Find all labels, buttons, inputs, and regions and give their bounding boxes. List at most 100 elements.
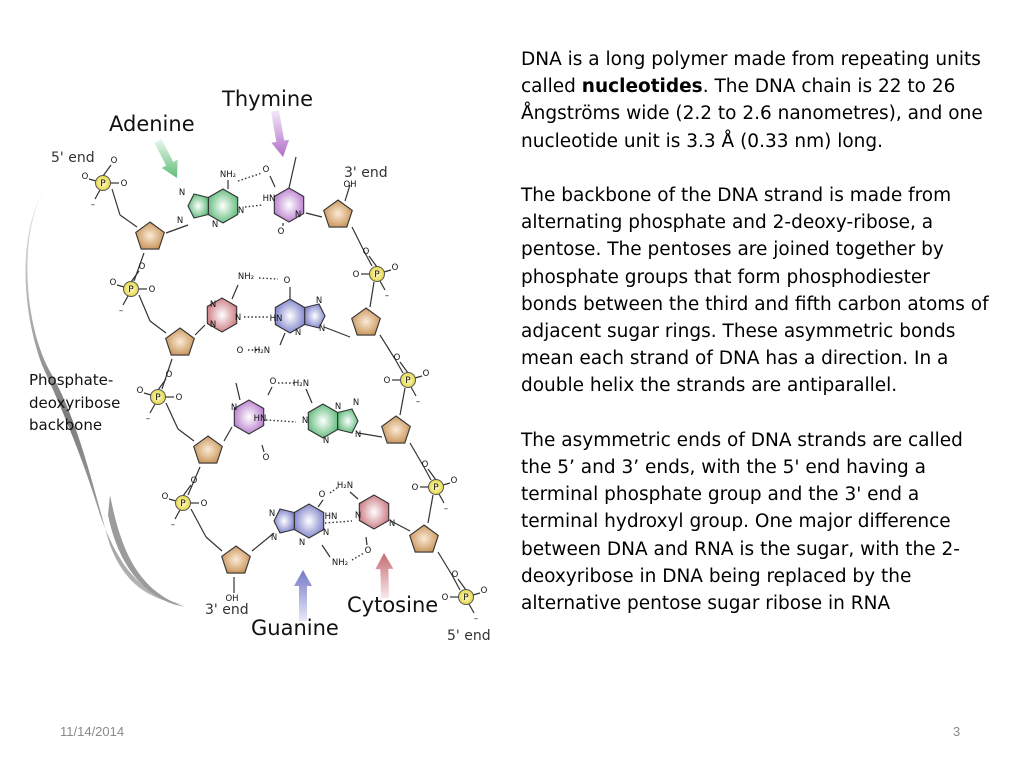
nitrogen-atom: N xyxy=(231,403,237,413)
bond xyxy=(427,494,434,524)
bond xyxy=(414,375,423,379)
phosphorus-atom: P xyxy=(155,393,161,403)
imine-group: HN xyxy=(254,414,267,424)
phosphorus-atom: P xyxy=(463,593,469,603)
thymine-base xyxy=(233,399,265,435)
bond xyxy=(379,280,386,291)
oxygen-atom: O xyxy=(392,263,399,273)
charge-label: – xyxy=(444,504,448,514)
description-text: DNA is a long polymer made from repeatin… xyxy=(521,46,991,644)
bond xyxy=(363,250,373,267)
nitrogen-atom: N xyxy=(389,519,395,529)
bond xyxy=(399,361,409,374)
oxygen-atom: O xyxy=(452,570,459,580)
bond xyxy=(182,484,192,497)
nitrogen-atom: N xyxy=(295,210,301,220)
oxygen-atom: O xyxy=(176,393,183,403)
guanine-base-imidazole xyxy=(304,303,326,329)
oxygen-atom: O xyxy=(423,369,430,379)
bond xyxy=(394,358,404,374)
amine-group: H₂N xyxy=(293,379,309,389)
bond xyxy=(399,387,406,416)
bond xyxy=(269,175,276,188)
phosphorus-atom: P xyxy=(180,499,186,509)
bond xyxy=(351,552,365,561)
bond xyxy=(351,226,365,252)
nitrogen-atom: N xyxy=(210,320,216,330)
phosphorus-atom: P xyxy=(433,483,439,493)
bond xyxy=(244,204,263,208)
bond xyxy=(149,403,156,414)
oxygen-atom: O xyxy=(363,247,370,257)
nitrogen-atom: N xyxy=(335,402,341,412)
adenine-base xyxy=(207,188,239,224)
bond xyxy=(451,574,461,591)
nitrogen-atom: N xyxy=(302,416,308,426)
phosphorus-atom: P xyxy=(405,376,411,386)
label-backbone-1: Phosphate- xyxy=(29,371,113,389)
charge-label: – xyxy=(474,614,478,624)
backbone-brace-lower xyxy=(108,495,185,607)
bond xyxy=(88,178,97,182)
phosphate-group xyxy=(458,589,474,605)
oxygen-atom: O xyxy=(137,386,144,396)
backbone-brace xyxy=(25,185,185,605)
bond xyxy=(267,386,273,396)
nitrogen-atom: N xyxy=(179,188,185,198)
adenine-base xyxy=(307,403,339,439)
phosphate-group xyxy=(95,175,111,191)
bond xyxy=(323,326,351,338)
bond xyxy=(261,444,265,453)
charge-label: – xyxy=(385,291,389,301)
bond xyxy=(344,184,351,202)
bond xyxy=(357,432,383,438)
nitrogen-atom: N xyxy=(210,300,216,310)
nitrogen-atom: N xyxy=(323,436,329,446)
phosphate-group xyxy=(428,479,444,495)
label-five-end-top: 5' end xyxy=(51,150,95,166)
cytosine-base xyxy=(358,494,390,530)
bond xyxy=(223,426,233,442)
amine-group: NH₂ xyxy=(238,272,254,282)
phosphorus-atom: P xyxy=(374,270,380,280)
bond xyxy=(116,284,125,288)
slide-number: 3 xyxy=(953,724,961,739)
bond xyxy=(231,284,239,300)
bond xyxy=(177,428,195,442)
bond xyxy=(149,320,167,334)
sugar-ring xyxy=(409,524,439,553)
phosphate-group xyxy=(369,266,385,282)
bond xyxy=(94,189,101,200)
oxygen-atom: O xyxy=(319,490,326,500)
bond xyxy=(190,508,207,538)
nitrogen-atom: N xyxy=(212,220,218,230)
bond xyxy=(161,358,173,390)
oxygen-atom: O xyxy=(270,377,277,387)
oxygen-atom: O xyxy=(451,476,458,486)
bond xyxy=(237,172,263,182)
bond xyxy=(305,212,323,218)
phosphorus-atom: P xyxy=(128,285,134,295)
oxygen-atom: O xyxy=(384,376,391,386)
cytosine-base xyxy=(206,297,238,333)
nitrogen-atom: N xyxy=(355,511,361,521)
paragraph-nucleotides: DNA is a long polymer made from repeatin… xyxy=(521,49,983,152)
oxygen-atom: O xyxy=(121,179,128,189)
bond xyxy=(349,491,359,500)
bond xyxy=(258,277,279,280)
paragraph-strand-ends: The asymmetric ends of DNA strands are c… xyxy=(521,429,963,615)
oxygen-atom: O xyxy=(442,593,449,603)
bond xyxy=(368,255,378,268)
bond xyxy=(251,532,275,552)
guanine-arrow xyxy=(294,570,312,621)
oxygen-atom: O xyxy=(422,460,429,470)
hydroxyl-atom: OH xyxy=(225,594,238,604)
label-guanine: Guanine xyxy=(251,616,339,640)
bond xyxy=(174,509,181,520)
label-thymine: Thymine xyxy=(221,87,313,111)
bond xyxy=(279,332,286,346)
charge-label: – xyxy=(119,306,123,316)
label-three-end-bottom: 3' end xyxy=(205,602,249,618)
bond xyxy=(383,269,392,273)
hydroxyl-atom: OH xyxy=(343,180,356,190)
